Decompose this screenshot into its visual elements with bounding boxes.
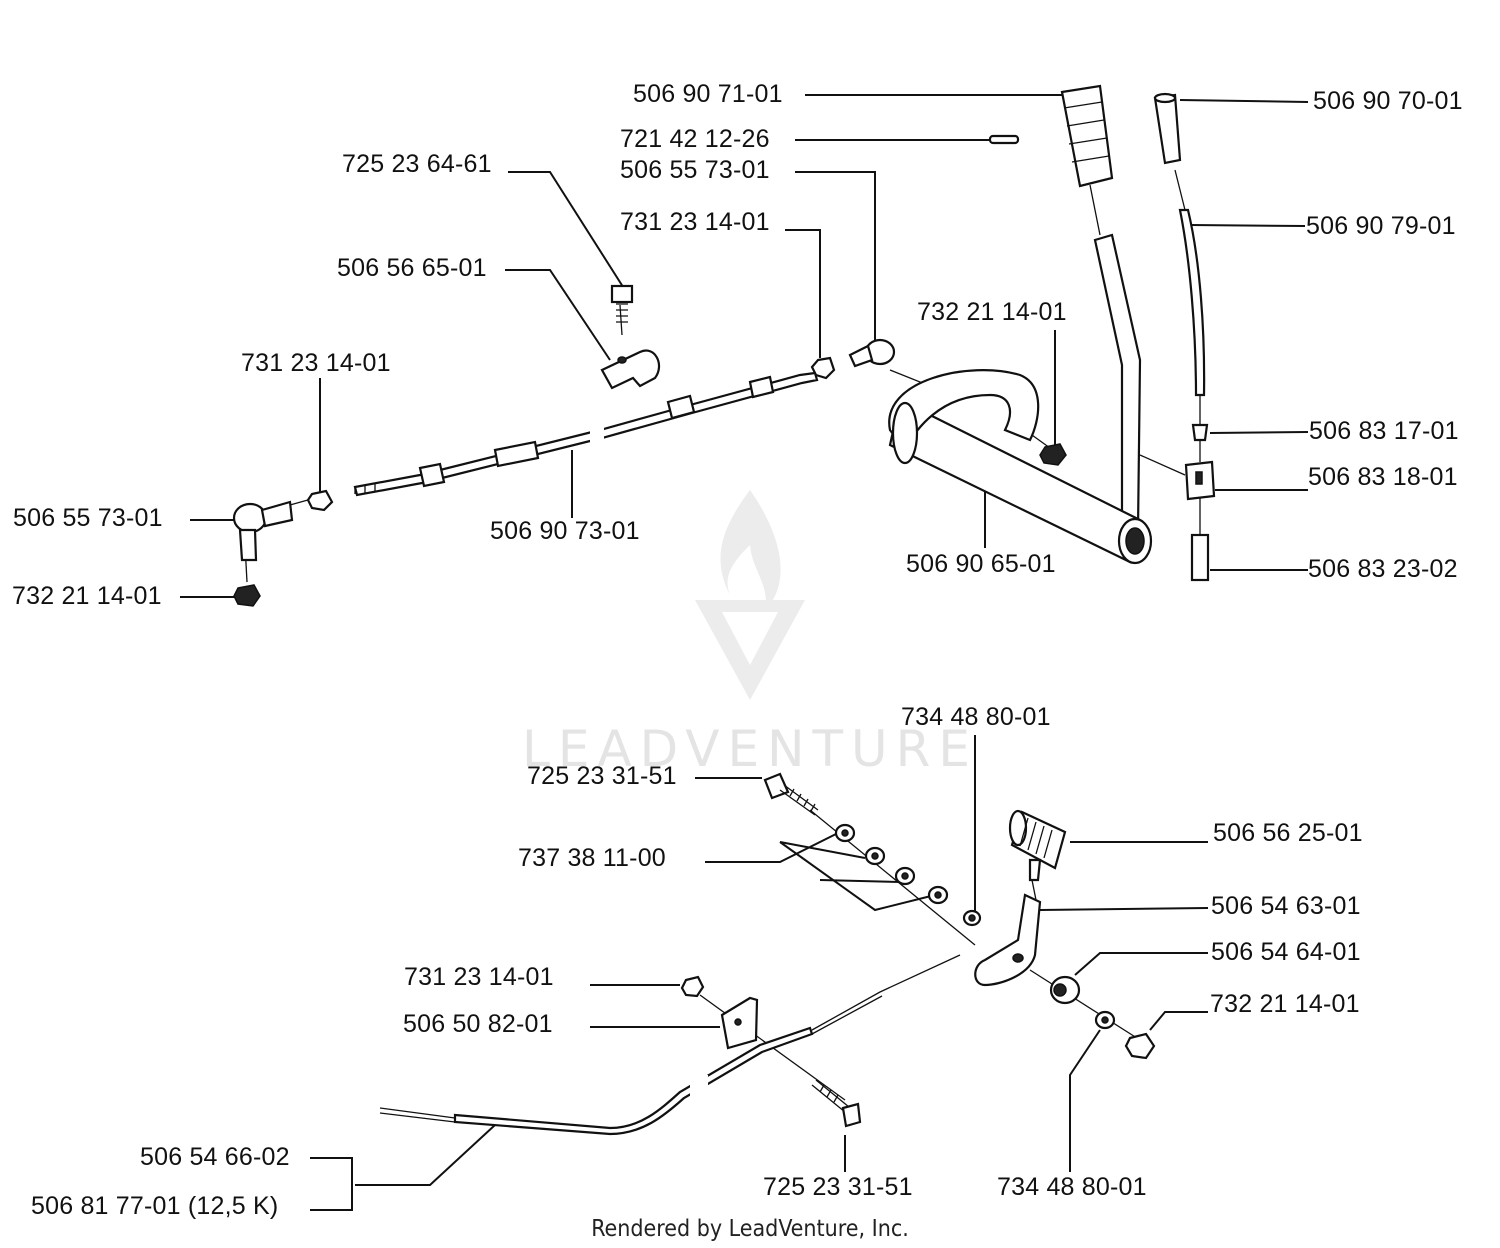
part-label: 732 21 14-01 <box>12 582 162 610</box>
lever-shaft <box>888 369 1153 565</box>
part-label: 737 38 11-00 <box>518 844 666 872</box>
throttle-cable <box>353 371 819 497</box>
bolt <box>811 1079 862 1128</box>
knob-parts <box>1153 92 1216 582</box>
nut <box>1124 1032 1156 1060</box>
washers <box>834 823 982 927</box>
part-label: 506 50 82-01 <box>403 1010 553 1038</box>
part-label: 506 55 73-01 <box>620 156 770 184</box>
part-label: 732 21 14-01 <box>917 298 1067 326</box>
part-label: 506 81 77-01 (12,5 K) <box>31 1192 279 1220</box>
throttle-cable-lower <box>379 954 961 1136</box>
part-label: 506 90 70-01 <box>1313 87 1463 115</box>
nut <box>1039 443 1067 466</box>
nut <box>306 489 334 512</box>
part-label: 506 90 79-01 <box>1306 212 1456 240</box>
part-label: 734 48 80-01 <box>901 703 1051 731</box>
nut <box>810 356 836 380</box>
part-label: 732 21 14-01 <box>1210 990 1360 1018</box>
throttle-knob <box>1008 809 1067 882</box>
screw <box>610 284 634 323</box>
lever-grip <box>1060 84 1114 188</box>
part-label: 506 90 71-01 <box>633 80 783 108</box>
part-label: 506 83 18-01 <box>1308 463 1458 491</box>
part-label: 506 55 73-01 <box>13 504 163 532</box>
part-label: 506 54 66-02 <box>140 1143 290 1171</box>
throttle-lever-plate <box>974 893 1042 987</box>
part-label: 731 23 14-01 <box>404 963 554 991</box>
part-label: 725 23 31-51 <box>763 1173 913 1201</box>
bolt <box>763 772 819 816</box>
cable-clamp <box>600 349 661 390</box>
part-label: 731 23 14-01 <box>620 208 770 236</box>
leader-lines-top <box>180 94 1309 598</box>
part-label: 506 83 23-02 <box>1308 555 1458 583</box>
spacer <box>1049 975 1081 1005</box>
part-label: 506 56 25-01 <box>1213 819 1363 847</box>
part-label: 506 83 17-01 <box>1309 417 1459 445</box>
ball-joint <box>848 338 896 368</box>
lever-rod <box>1093 233 1142 537</box>
nut <box>680 975 705 998</box>
nut <box>233 584 261 607</box>
pin <box>988 134 1020 145</box>
footer-credit: Rendered by LeadVenture, Inc. <box>591 1216 909 1242</box>
part-label: 731 23 14-01 <box>241 349 391 377</box>
part-label: 506 90 73-01 <box>490 517 640 545</box>
part-label: 734 48 80-01 <box>997 1173 1147 1201</box>
part-label: 725 23 31-51 <box>527 762 677 790</box>
watermark-text: LEADVENTURE <box>522 720 978 778</box>
part-label: 506 56 65-01 <box>337 254 487 282</box>
part-label: 721 42 12-26 <box>620 125 770 153</box>
part-label: 725 23 64-61 <box>342 150 492 178</box>
ball-joint <box>232 500 294 562</box>
part-label: 506 54 63-01 <box>1211 892 1361 920</box>
part-label: 506 54 64-01 <box>1211 938 1361 966</box>
part-label: 506 90 65-01 <box>906 550 1056 578</box>
